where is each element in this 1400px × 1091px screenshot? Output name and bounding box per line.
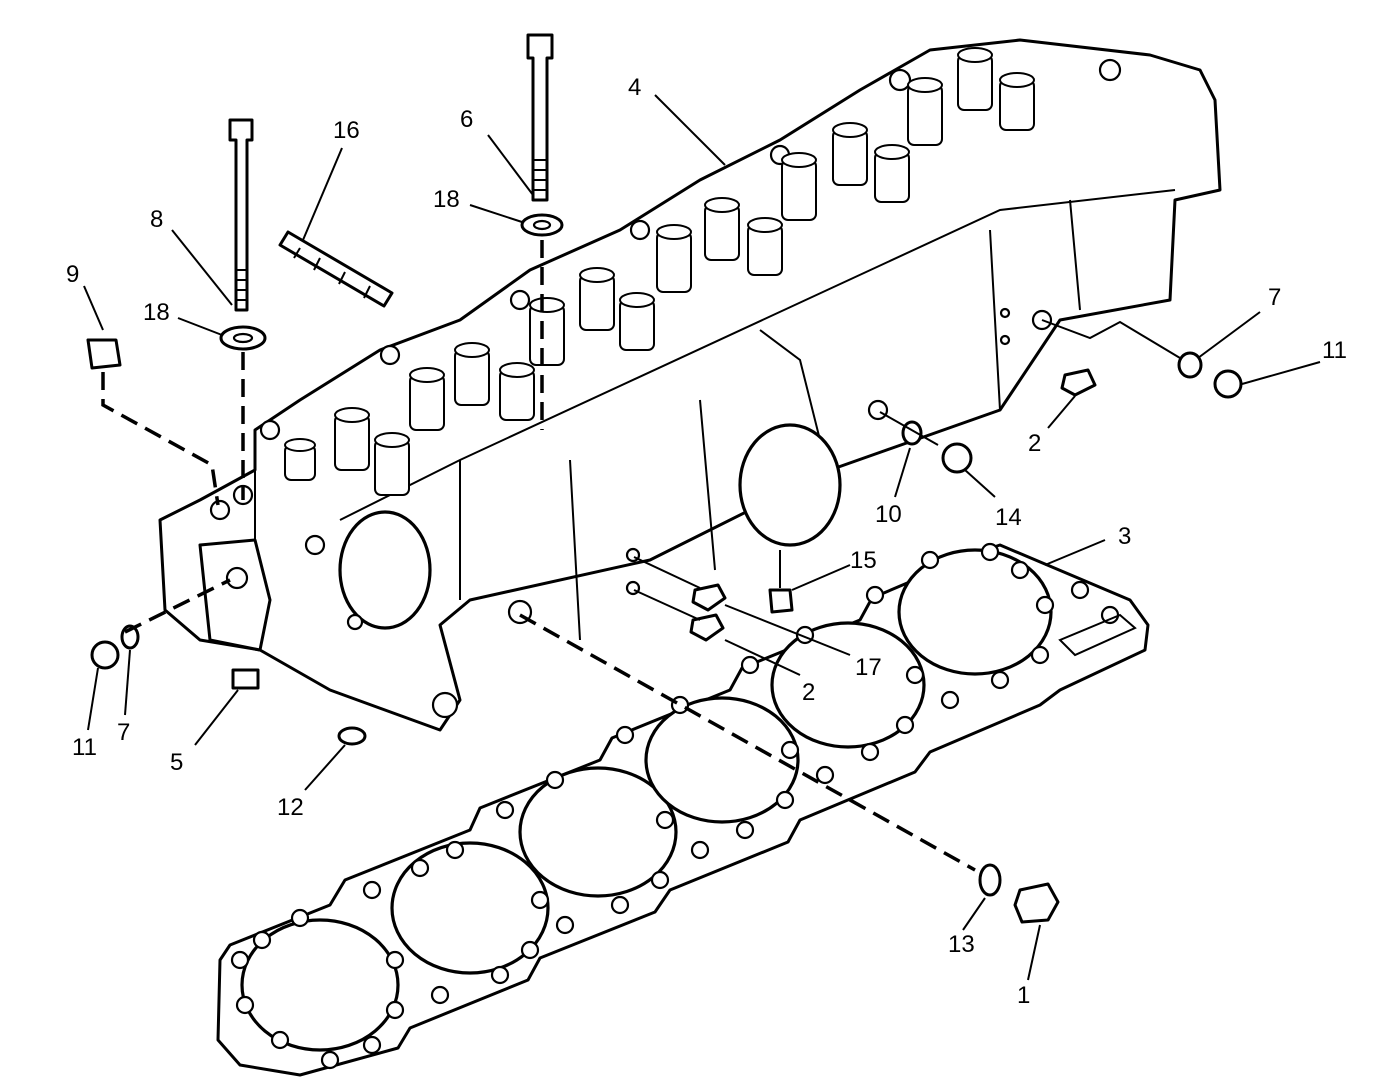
head-gasket xyxy=(216,542,1150,1077)
valve-spring xyxy=(499,362,535,421)
dowel xyxy=(231,668,260,690)
callout-10: 10 xyxy=(875,501,902,528)
callout-17: 17 xyxy=(855,654,882,681)
valve-spring xyxy=(619,292,655,351)
plug xyxy=(90,640,120,670)
valve-springs xyxy=(284,47,1035,496)
callout-4: 4 xyxy=(628,74,641,101)
valve-spring xyxy=(374,432,410,496)
valve-spring xyxy=(529,297,565,366)
callout-8: 8 xyxy=(150,206,163,233)
callout-18: 18 xyxy=(143,299,170,326)
gasket-bore-3 xyxy=(518,766,678,898)
callout-9: 9 xyxy=(66,261,79,288)
threaded-plug xyxy=(86,338,122,370)
o-ring xyxy=(337,726,367,746)
valve-spring xyxy=(284,438,316,481)
callout-3: 3 xyxy=(1118,523,1131,550)
callout-14: 14 xyxy=(995,504,1022,531)
callout-15: 15 xyxy=(850,547,877,574)
valve-spring xyxy=(409,367,445,431)
hex-plug xyxy=(691,583,727,612)
callout-labels: 1 2 2 3 4 5 6 7 7 8 9 10 11 11 12 13 14 … xyxy=(66,74,1347,1009)
valve-spring xyxy=(907,77,943,146)
gasket-bore-1 xyxy=(240,918,400,1052)
callout-13: 13 xyxy=(948,931,975,958)
callout-12: 12 xyxy=(277,794,304,821)
hex-plug xyxy=(1060,368,1097,397)
hex-plug xyxy=(1013,882,1060,924)
valve-spring xyxy=(747,217,783,276)
valve-spring xyxy=(832,122,868,186)
stud xyxy=(278,230,394,308)
callout-11: 11 xyxy=(72,734,97,761)
gasket-bore-2 xyxy=(390,841,550,975)
head-end-plate xyxy=(198,538,272,652)
plug xyxy=(768,588,794,614)
valve-spring xyxy=(334,407,370,471)
head-side-port xyxy=(738,423,842,547)
callout-7: 7 xyxy=(117,719,130,746)
valve-spring xyxy=(957,47,993,111)
valve-spring xyxy=(579,267,615,331)
callout-6: 6 xyxy=(460,106,473,133)
callout-1: 1 xyxy=(1017,982,1030,1009)
hex-plug xyxy=(689,613,725,642)
valve-spring xyxy=(781,152,817,221)
plug xyxy=(941,442,973,474)
valve-spring xyxy=(874,144,910,203)
callout-5: 5 xyxy=(170,749,183,776)
gasket-bore-4 xyxy=(644,696,800,824)
gasket-holes xyxy=(230,542,1120,1070)
callout-16: 16 xyxy=(333,117,360,144)
o-ring xyxy=(1177,351,1203,379)
head-bolt-long xyxy=(228,118,254,312)
gasket-bore-5 xyxy=(770,621,926,749)
cylinder-head xyxy=(158,38,1222,732)
callout-2: 2 xyxy=(1028,430,1041,457)
gasket-bore-6 xyxy=(897,548,1053,676)
head-end-port xyxy=(338,510,432,630)
valve-spring xyxy=(999,72,1035,131)
assembly-lines xyxy=(101,240,1181,872)
valve-spring xyxy=(704,197,740,261)
callout-7: 7 xyxy=(1268,284,1281,311)
callout-18: 18 xyxy=(433,186,460,213)
gasket-slot xyxy=(1058,613,1137,657)
leader-lines xyxy=(83,94,1321,981)
callout-11: 11 xyxy=(1322,337,1347,364)
valve-spring xyxy=(656,224,692,293)
plug xyxy=(1213,369,1243,399)
head-bolt-short xyxy=(526,33,554,202)
valve-spring xyxy=(454,342,490,406)
o-ring xyxy=(978,863,1002,897)
callout-2: 2 xyxy=(802,679,815,706)
